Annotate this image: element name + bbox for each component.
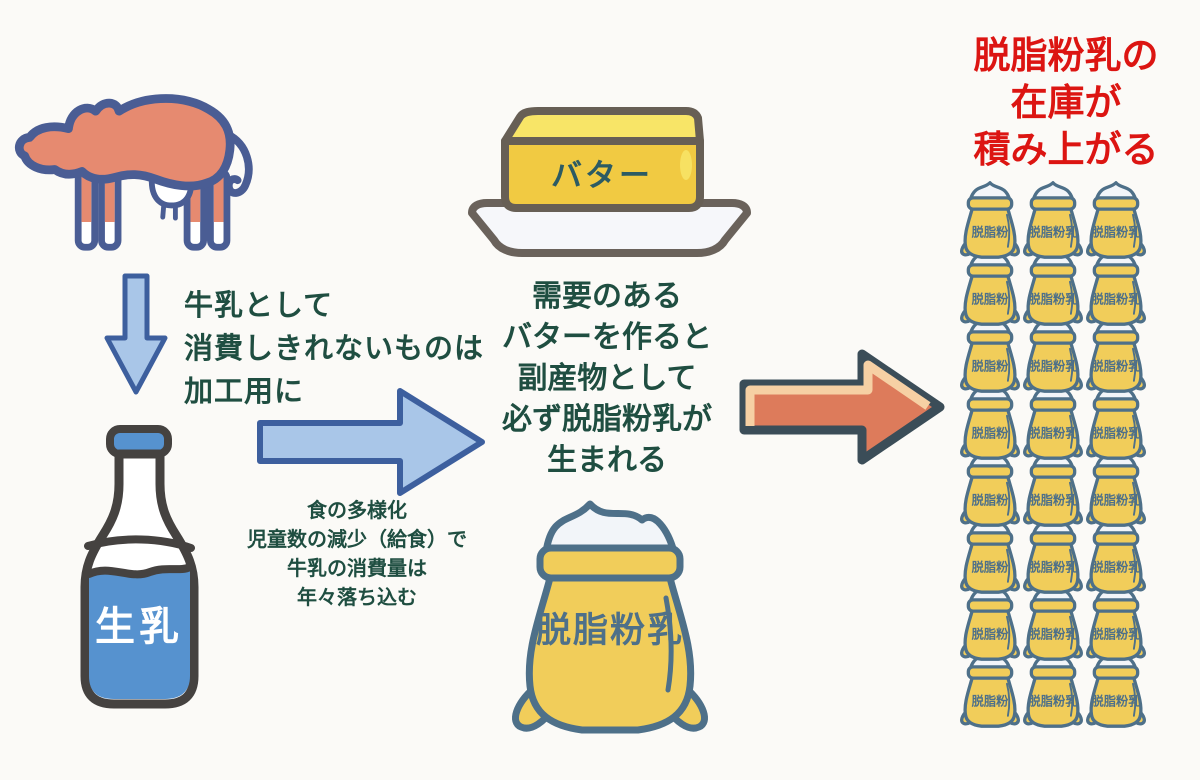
skim-milk-sack-icon: 脱脂粉乳 bbox=[1023, 181, 1083, 259]
skim-milk-sack-label: 脱脂粉乳 bbox=[536, 611, 684, 651]
mini-sack-label: 脱脂粉乳 bbox=[1029, 492, 1079, 507]
mini-sack-label: 脱脂粉乳 bbox=[1092, 425, 1142, 440]
sack-row: 脱脂粉 脱脂粉乳 脱脂粉乳 bbox=[957, 514, 1149, 595]
byproduct-note-line: 需要のある bbox=[532, 279, 682, 314]
skim-milk-sack-icon: 脱脂粉乳 bbox=[1023, 382, 1083, 460]
mini-sack-label: 脱脂粉乳 bbox=[1029, 425, 1079, 440]
mini-sack-label: 脱脂粉 bbox=[972, 358, 1009, 373]
mini-sack-label: 脱脂粉乳 bbox=[1092, 559, 1142, 574]
mini-sack-label: 脱脂粉 bbox=[972, 693, 1009, 708]
byproduct-note-line: バターを作ると bbox=[502, 320, 712, 355]
mini-sack-label: 脱脂粉乳 bbox=[1092, 693, 1142, 708]
decline-note-line: 牛乳の消費量は bbox=[287, 556, 427, 580]
mini-sack-label: 脱脂粉乳 bbox=[1092, 626, 1142, 641]
process-note-line: 牛乳として bbox=[184, 288, 334, 322]
mini-sack-label: 脱脂粉 bbox=[972, 626, 1009, 641]
byproduct-note: 需要のある バターを作ると 副産物として 必ず脱脂粉乳が 生まれる bbox=[457, 276, 757, 481]
mini-sack-label: 脱脂粉乳 bbox=[1092, 224, 1142, 239]
butter-label: バター bbox=[551, 158, 653, 194]
mini-sack-label: 脱脂粉乳 bbox=[1092, 291, 1142, 306]
byproduct-note-line: 必ず脱脂粉乳が bbox=[502, 402, 712, 437]
skim-milk-sack-icon: 脱脂粉乳 bbox=[1086, 181, 1146, 259]
milk-bottle-icon: 生乳 bbox=[80, 425, 199, 709]
mini-sack-label: 脱脂粉 bbox=[972, 425, 1009, 440]
mini-sack-label: 脱脂粉乳 bbox=[1029, 559, 1079, 574]
process-note-line: 消費しきれないものは bbox=[184, 331, 485, 365]
decline-note-line: 食の多様化 bbox=[307, 498, 407, 522]
skim-milk-sack-icon: 脱脂粉乳 bbox=[512, 500, 708, 734]
sack-row: 脱脂粉 脱脂粉乳 脱脂粉乳 bbox=[957, 179, 1149, 260]
mini-sack-label: 脱脂粉乳 bbox=[1029, 358, 1079, 373]
skim-milk-sack-icon: 脱脂粉乳 bbox=[1086, 583, 1146, 661]
sack-row: 脱脂粉 脱脂粉乳 脱脂粉乳 bbox=[957, 581, 1149, 662]
process-note-line: 加工用に bbox=[184, 374, 305, 408]
sack-row: 脱脂粉 脱脂粉乳 脱脂粉乳 bbox=[957, 447, 1149, 528]
decline-note: 食の多様化 児童数の減少（給食）で 牛乳の消費量は 年々落ち込む bbox=[222, 496, 492, 612]
arrow-down-icon bbox=[104, 273, 168, 395]
mini-sack-label: 脱脂粉乳 bbox=[1092, 492, 1142, 507]
arrow-right-blue-icon bbox=[257, 388, 485, 496]
skim-milk-sack-icon: 脱脂粉乳 bbox=[1023, 248, 1083, 326]
sack-stack: 脱脂粉 脱脂粉乳 脱脂粉乳 脱脂粉 bbox=[957, 179, 1149, 729]
mini-sack-label: 脱脂粉 bbox=[972, 291, 1009, 306]
mini-sack-label: 脱脂粉 bbox=[972, 224, 1009, 239]
mini-sack-label: 脱脂粉乳 bbox=[1029, 626, 1079, 641]
headline-line: 在庫が bbox=[1010, 81, 1122, 124]
byproduct-note-line: 副産物として bbox=[517, 361, 697, 396]
mini-sack-label: 脱脂粉乳 bbox=[1029, 291, 1079, 306]
mini-sack-label: 脱脂粉乳 bbox=[1092, 358, 1142, 373]
headline: 脱脂粉乳の 在庫が 積み上がる bbox=[935, 32, 1197, 173]
arrow-right-orange-icon bbox=[739, 349, 945, 465]
skim-milk-sack-icon: 脱脂粉乳 bbox=[1023, 449, 1083, 527]
mini-sack-label: 脱脂粉乳 bbox=[1029, 224, 1079, 239]
skim-milk-sack-icon: 脱脂粉乳 bbox=[1023, 516, 1083, 594]
cow-icon bbox=[14, 94, 253, 251]
mini-sack-label: 脱脂粉 bbox=[972, 492, 1009, 507]
mini-sack-label: 脱脂粉 bbox=[972, 559, 1009, 574]
butter-dish-icon: バター bbox=[468, 107, 751, 257]
skim-milk-sack-icon: 脱脂粉乳 bbox=[1086, 650, 1146, 728]
byproduct-note-line: 生まれる bbox=[547, 443, 667, 478]
decline-note-line: 児童数の減少（給食）で bbox=[247, 527, 467, 551]
sack-row: 脱脂粉 脱脂粉乳 脱脂粉乳 bbox=[957, 380, 1149, 461]
mini-sack-label: 脱脂粉乳 bbox=[1029, 693, 1079, 708]
process-note: 牛乳として 消費しきれないものは 加工用に bbox=[184, 284, 484, 413]
headline-line: 脱脂粉乳の bbox=[973, 34, 1159, 77]
skim-milk-sack-icon: 脱脂粉 bbox=[960, 181, 1020, 259]
headline-line: 積み上がる bbox=[973, 128, 1159, 171]
decline-note-line: 年々落ち込む bbox=[297, 585, 417, 609]
raw-milk-label: 生乳 bbox=[95, 604, 183, 650]
skim-milk-sack-icon: 脱脂粉 bbox=[960, 382, 1020, 460]
sack-row: 脱脂粉 脱脂粉乳 脱脂粉乳 bbox=[957, 648, 1149, 729]
